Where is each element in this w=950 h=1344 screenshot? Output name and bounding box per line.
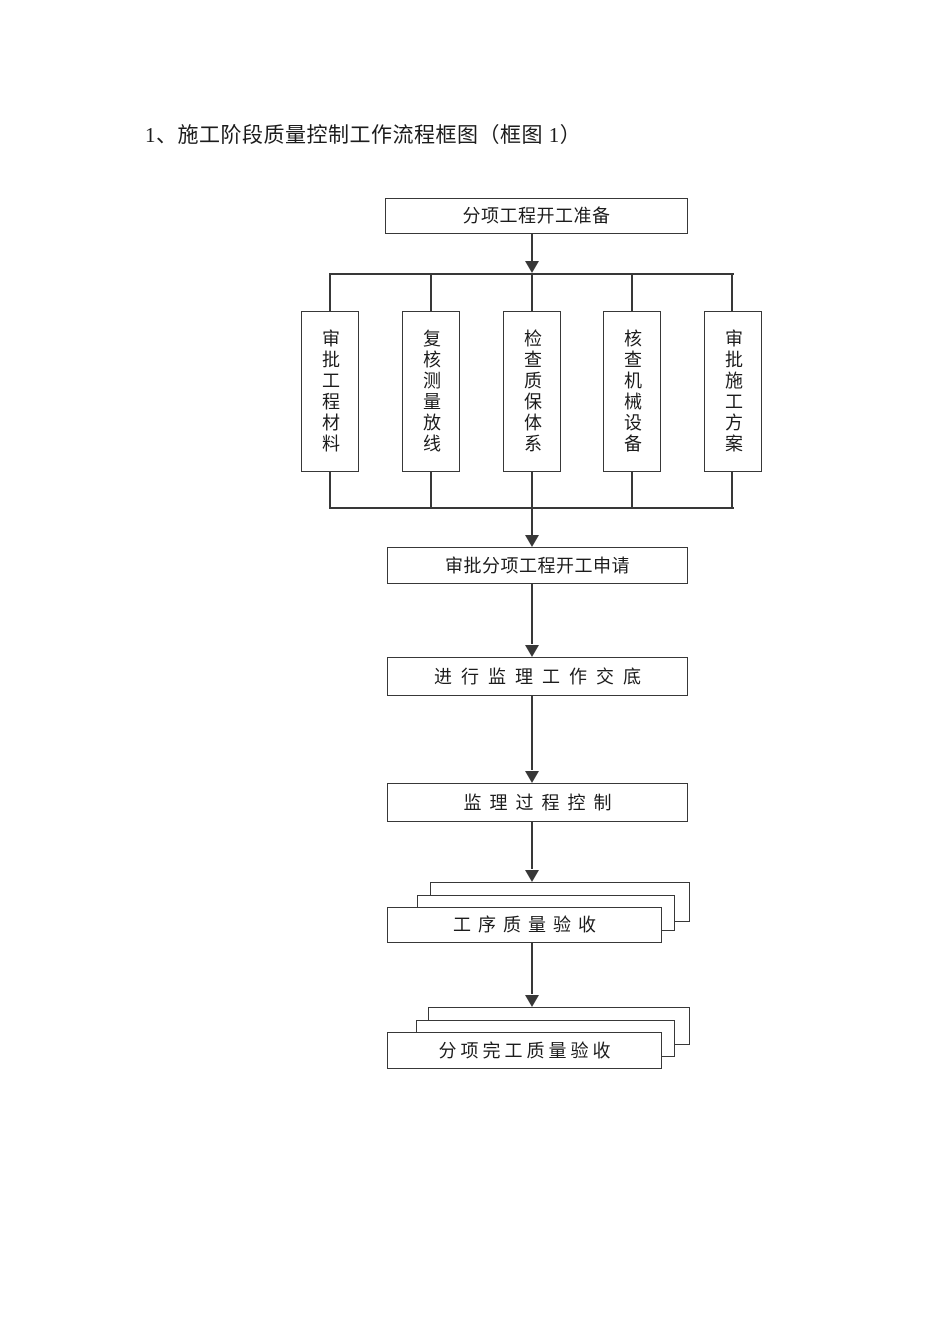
branch-bottom-line (329, 507, 734, 509)
connector-line (731, 275, 733, 311)
connector-line (531, 696, 533, 770)
flow-task-label: 检查质保体系 (522, 328, 542, 455)
flow-stack-completion-acceptance: 分项完工质量验收 (387, 1032, 662, 1069)
arrow-down-icon (525, 535, 539, 547)
flow-step-supervision-briefing: 进行监理工作交底 (387, 657, 688, 696)
arrow-down-icon (525, 995, 539, 1007)
flow-step-process-control: 监理过程控制 (387, 783, 688, 822)
connector-line (329, 472, 331, 507)
connector-line (531, 943, 533, 994)
flow-task-label: 核查机械设备 (622, 328, 642, 455)
flow-task-check-machinery: 核查机械设备 (603, 311, 661, 472)
flow-task-approve-plan: 审批施工方案 (704, 311, 762, 472)
connector-line (631, 472, 633, 507)
flow-task-label: 审批工程材料 (320, 328, 340, 455)
flow-task-verify-survey: 复核测量放线 (402, 311, 460, 472)
flow-stack-process-acceptance: 工序质量验收 (387, 907, 662, 943)
flow-step-start: 分项工程开工准备 (385, 198, 688, 234)
connector-line (531, 584, 533, 644)
connector-line (531, 472, 533, 507)
connector-line (631, 275, 633, 311)
connector-line (731, 472, 733, 507)
connector-merge-to-approve (531, 509, 533, 535)
arrow-down-icon (525, 261, 539, 273)
arrow-down-icon (525, 870, 539, 882)
arrow-down-icon (525, 645, 539, 657)
flow-task-label: 审批施工方案 (723, 328, 743, 455)
flow-task-check-qa-system: 检查质保体系 (503, 311, 561, 472)
branch-top-line (329, 273, 734, 275)
arrow-down-icon (525, 771, 539, 783)
connector-line (329, 275, 331, 311)
connector-line (531, 822, 533, 869)
connector-line (430, 472, 432, 507)
flow-step-approve-application: 审批分项工程开工申请 (387, 547, 688, 584)
connector-start-to-branch (531, 234, 533, 262)
flow-task-approve-materials: 审批工程材料 (301, 311, 359, 472)
flow-task-label: 复核测量放线 (421, 328, 441, 455)
page-title: 1、施工阶段质量控制工作流程框图（框图 1） (145, 123, 582, 147)
connector-line (430, 275, 432, 311)
connector-line (531, 275, 533, 311)
